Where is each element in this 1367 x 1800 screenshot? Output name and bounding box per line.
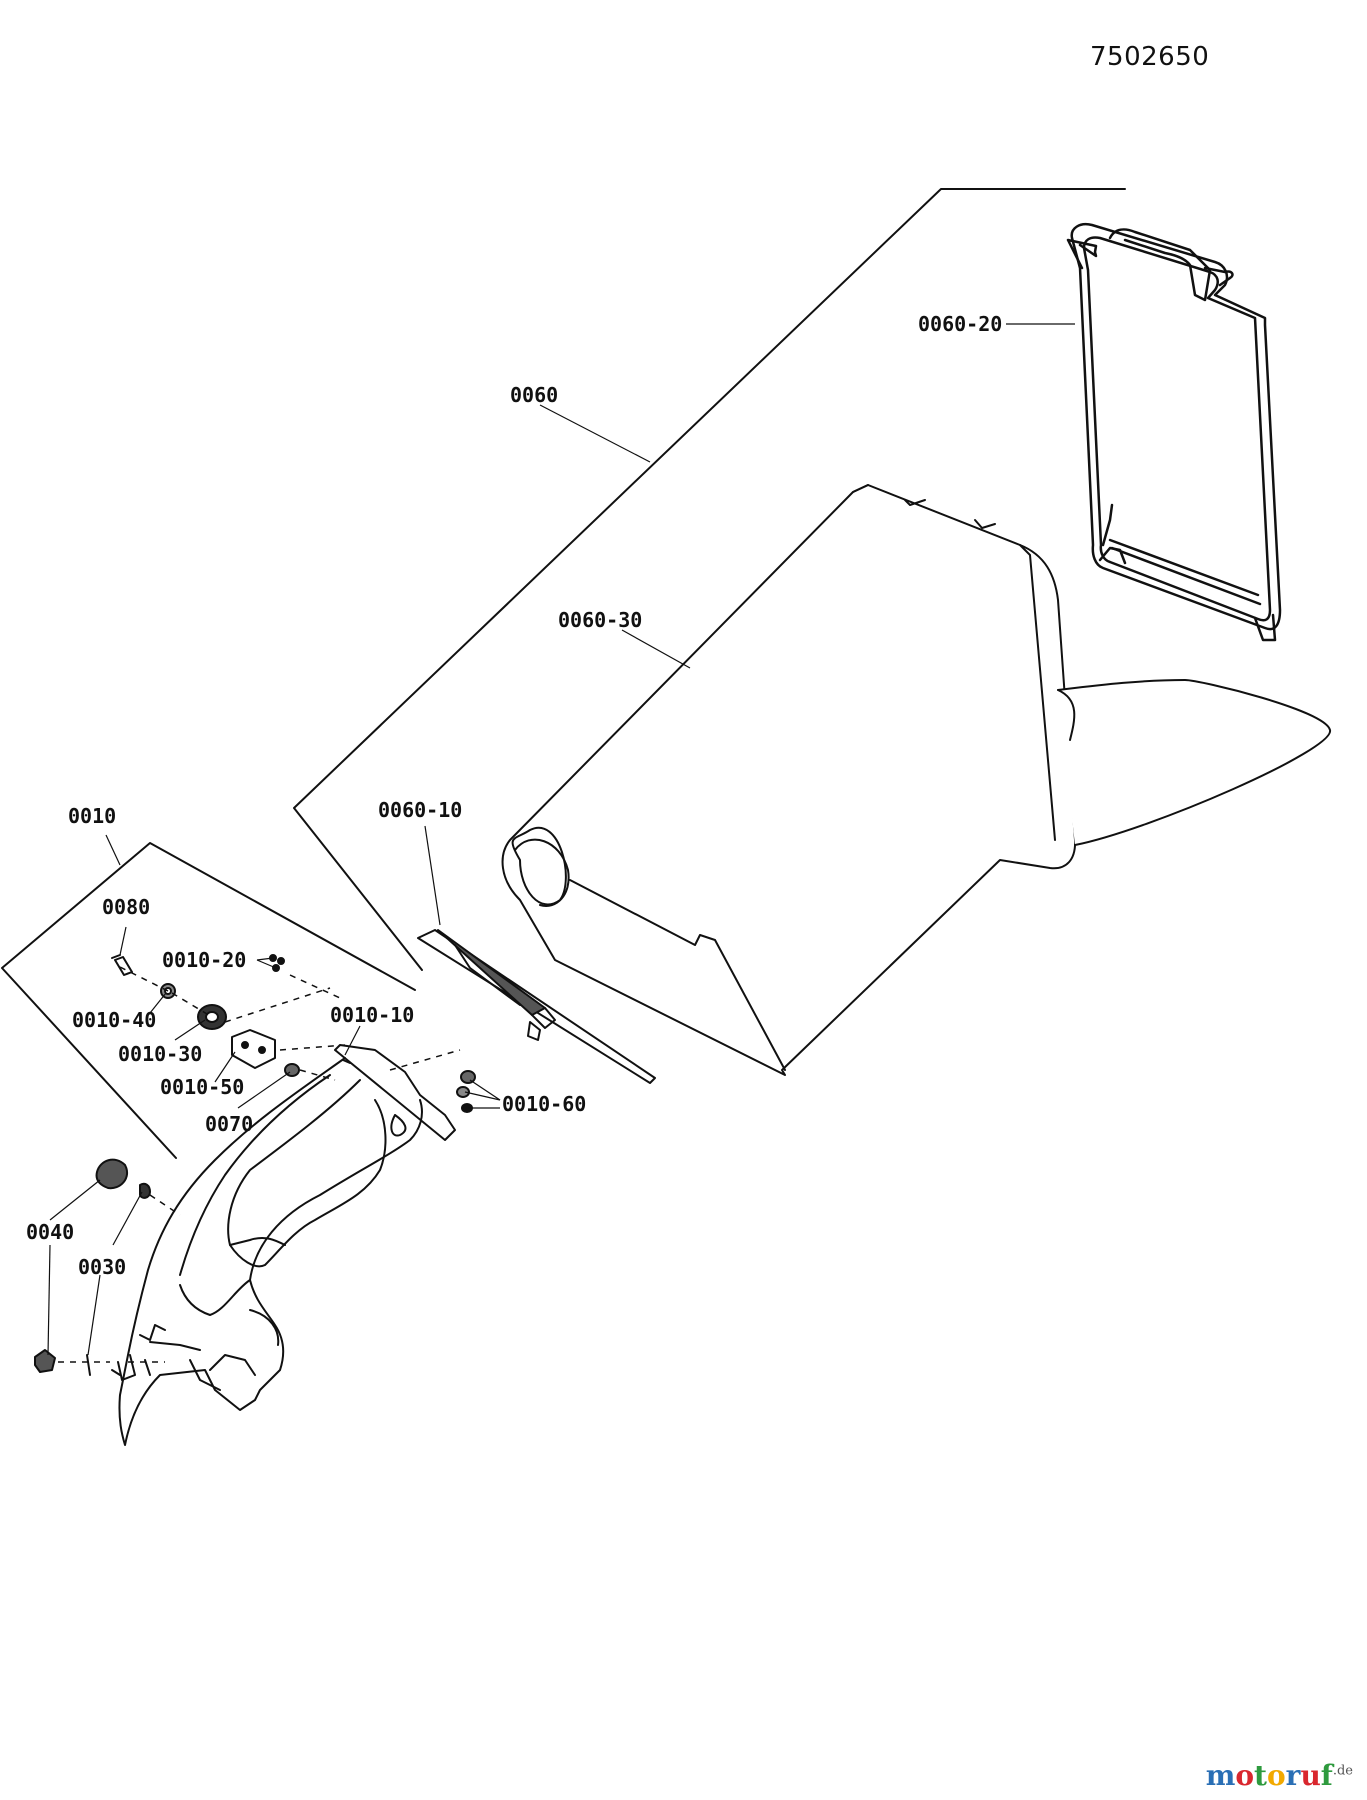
part-label-0030[interactable]: 0030 xyxy=(78,1255,127,1279)
part-label-0010-20[interactable]: 0010-20 xyxy=(162,948,247,972)
part-label-0040[interactable]: 0040 xyxy=(26,1220,75,1244)
part-label-0010-10[interactable]: 0010-10 xyxy=(330,1003,415,1027)
part-label-0060[interactable]: 0060 xyxy=(510,383,559,407)
part-label-0060-10[interactable]: 0060-10 xyxy=(378,798,463,822)
logo-letter-2: o xyxy=(1235,1759,1255,1792)
logo-letter-1: m xyxy=(1205,1759,1236,1792)
part-label-0060-30[interactable]: 0060-30 xyxy=(558,608,643,632)
logo-letter-6: u xyxy=(1300,1759,1321,1792)
group-bracket-0060 xyxy=(293,188,1126,971)
watermark-logo: motoruf.de xyxy=(1206,1759,1353,1792)
logo-letter-4: o xyxy=(1266,1759,1286,1792)
logo-letter-5: r xyxy=(1285,1759,1301,1792)
part-label-0060-20[interactable]: 0060-20 xyxy=(918,312,1003,336)
part-label-0010-40[interactable]: 0010-40 xyxy=(72,1008,157,1032)
part-label-0010-50[interactable]: 0010-50 xyxy=(160,1075,245,1099)
bag-frame xyxy=(1066,223,1282,642)
group-bracket-0010 xyxy=(1,842,416,1159)
logo-suffix: .de xyxy=(1332,1763,1353,1779)
discharge-chute xyxy=(111,1044,456,1446)
bag-rod xyxy=(417,929,656,1084)
logo-letter-3: t xyxy=(1254,1759,1267,1792)
part-label-0070[interactable]: 0070 xyxy=(205,1112,254,1136)
part-label-0010-60[interactable]: 0010-60 xyxy=(502,1092,587,1116)
grass-bag xyxy=(501,484,1331,1076)
logo-letter-7: f xyxy=(1320,1759,1333,1792)
part-label-0080[interactable]: 0080 xyxy=(102,895,151,919)
part-label-0010-30[interactable]: 0010-30 xyxy=(118,1042,203,1066)
part-label-0010[interactable]: 0010 xyxy=(68,804,117,828)
diagram-number: 7502650 xyxy=(1090,42,1210,72)
